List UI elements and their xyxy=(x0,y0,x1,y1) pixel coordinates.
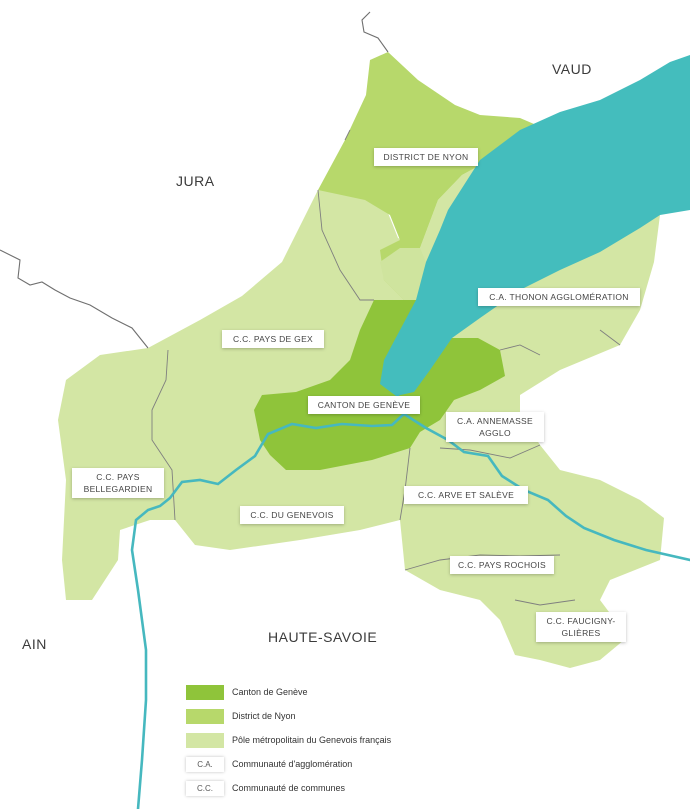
svg-text:C.A. ANNEMASSE: C.A. ANNEMASSE xyxy=(457,416,533,426)
svg-text:GLIÈRES: GLIÈRES xyxy=(562,628,601,638)
label-faucigny: C.C. FAUCIGNY- GLIÈRES xyxy=(536,612,626,642)
legend-item-cc: C.C. Communauté de communes xyxy=(186,776,546,800)
national-borders xyxy=(0,11,389,349)
label-arve-et-saleve: C.C. ARVE ET SALÈVE xyxy=(404,486,528,504)
legend-item-nyon: District de Nyon xyxy=(186,704,546,728)
svg-text:C.C. PAYS DE GEX: C.C. PAYS DE GEX xyxy=(233,334,313,344)
legend-label-cc: Communauté de communes xyxy=(232,783,346,793)
region-district-de-nyon xyxy=(318,52,548,300)
legend-item-pole: Pôle métropolitain du Genevois français xyxy=(186,728,546,752)
label-canton-de-geneve: CANTON DE GENÈVE xyxy=(308,396,420,414)
label-haute-savoie: HAUTE-SAVOIE xyxy=(268,629,377,645)
label-thonon: C.A. THONON AGGLOMÉRATION xyxy=(478,288,640,306)
label-vaud: VAUD xyxy=(552,61,592,77)
legend-swatch-nyon xyxy=(186,708,224,724)
svg-text:C.C. PAYS ROCHOIS: C.C. PAYS ROCHOIS xyxy=(458,560,546,570)
lake-leman xyxy=(380,55,690,396)
legend-swatch-pole xyxy=(186,732,224,748)
svg-text:BELLEGARDIEN: BELLEGARDIEN xyxy=(84,484,153,494)
legend-label-canton: Canton de Genève xyxy=(232,687,308,697)
label-pays-de-gex: C.C. PAYS DE GEX xyxy=(222,330,324,348)
label-district-de-nyon: DISTRICT DE NYON xyxy=(374,148,478,166)
map-legend: Canton de Genève District de Nyon Pôle m… xyxy=(186,680,546,800)
svg-text:C.C. PAYS: C.C. PAYS xyxy=(96,472,140,482)
svg-text:C.A. THONON AGGLOMÉRATION: C.A. THONON AGGLOMÉRATION xyxy=(489,292,628,302)
legend-item-canton: Canton de Genève xyxy=(186,680,546,704)
svg-text:DISTRICT DE NYON: DISTRICT DE NYON xyxy=(384,152,469,162)
legend-label-pole: Pôle métropolitain du Genevois français xyxy=(232,735,392,745)
legend-label-ca: Communauté d'agglomération xyxy=(232,759,353,769)
commune-borders xyxy=(151,129,621,606)
svg-text:C.C. FAUCIGNY-: C.C. FAUCIGNY- xyxy=(546,616,615,626)
svg-text:CANTON DE GENÈVE: CANTON DE GENÈVE xyxy=(318,400,411,410)
legend-abbr-ca: C.A. xyxy=(186,756,224,772)
legend-label-nyon: District de Nyon xyxy=(232,711,296,721)
label-genevois: C.C. DU GENEVOIS xyxy=(240,506,344,524)
legend-swatch-canton xyxy=(186,684,224,700)
label-pays-rochois: C.C. PAYS ROCHOIS xyxy=(450,556,554,574)
legend-abbr-cc: C.C. xyxy=(186,780,224,796)
svg-text:C.C. DU GENEVOIS: C.C. DU GENEVOIS xyxy=(250,510,333,520)
label-jura: JURA xyxy=(176,173,215,189)
label-annemasse: C.A. ANNEMASSE AGGLO xyxy=(446,412,544,442)
label-ain: AIN xyxy=(22,636,47,652)
region-enclave xyxy=(380,248,426,300)
label-bellegardien: C.C. PAYS BELLEGARDIEN xyxy=(72,468,164,498)
svg-text:C.C. ARVE ET SALÈVE: C.C. ARVE ET SALÈVE xyxy=(418,490,514,500)
svg-text:AGGLO: AGGLO xyxy=(479,428,511,438)
legend-item-ca: C.A. Communauté d'agglomération xyxy=(186,752,546,776)
